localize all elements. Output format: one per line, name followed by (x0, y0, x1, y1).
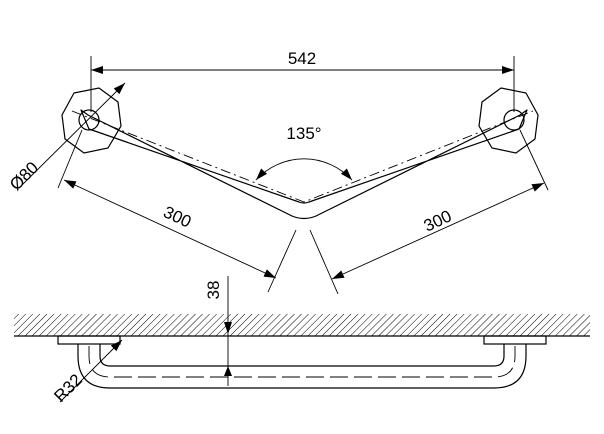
dim-offset: 38 (204, 281, 223, 300)
radius-leader (59, 339, 123, 403)
side-tube-centre-line (88, 346, 516, 378)
dim-right-arm: 300 (421, 206, 455, 235)
v-tube-outline (80, 109, 528, 220)
dim-diameter: Ø80 (6, 158, 42, 194)
diameter-leader (21, 82, 126, 186)
left-wall-flange (57, 335, 121, 345)
angle-arc (255, 158, 353, 181)
wall-hatching (14, 314, 590, 336)
left-tube-end (78, 109, 100, 131)
top-view: 542 135° Ø80 300 300 (6, 49, 549, 295)
dim-radius: R32 (50, 370, 85, 405)
side-tube-outer (77, 344, 527, 389)
right-flange (478, 87, 539, 154)
dim-angle: 135° (286, 124, 321, 143)
centre-line (71, 110, 534, 203)
side-tube-inner (99, 344, 505, 367)
side-view: 38 R32 (14, 276, 590, 406)
right-wall-flange (483, 335, 547, 345)
left-flange (61, 87, 122, 154)
extension-line-right-arm-b (309, 229, 339, 295)
offset-arrow-bottom (224, 366, 232, 376)
dimension-line-right-arm (331, 182, 545, 280)
extension-line-left-arm-b (267, 229, 297, 293)
extension-line-left-arm-a (57, 129, 83, 189)
dimension-line-left-arm (63, 179, 277, 279)
dim-width: 542 (288, 49, 316, 68)
right-tube-end (503, 109, 525, 131)
offset-arrow-top (224, 322, 232, 334)
extension-line-right-arm-a (519, 129, 549, 191)
